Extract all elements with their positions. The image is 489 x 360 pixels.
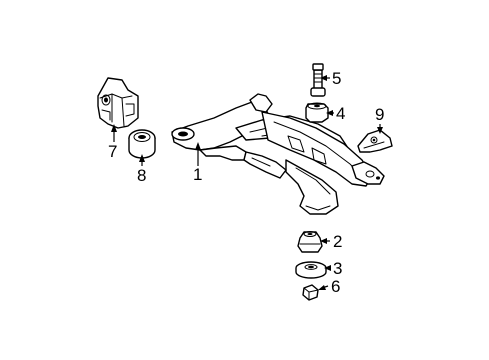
callout-5: 5 [332, 69, 341, 88]
leader-3 [324, 265, 331, 271]
part-2-cushion [297, 231, 323, 253]
part-8-bushing [128, 129, 156, 159]
callout-7: 7 [108, 142, 117, 161]
callout-1: 1 [193, 165, 202, 184]
leader-9 [377, 124, 383, 134]
leader-1 [195, 142, 201, 166]
leader-6 [318, 285, 329, 290]
callout-4: 4 [336, 104, 345, 123]
part-4-cushion [305, 102, 329, 123]
part-1-crossmember [171, 93, 385, 215]
leader-7 [111, 124, 117, 142]
callout-9: 9 [375, 105, 384, 124]
leader-8 [139, 154, 145, 166]
callout-6: 6 [331, 277, 340, 296]
part-9-bracket [357, 129, 393, 153]
part-5-stud [310, 63, 326, 97]
callout-2: 2 [333, 232, 342, 251]
part-3-washer [295, 261, 327, 279]
part-6-nut [302, 284, 319, 301]
leader-4 [326, 110, 334, 116]
part-7-mount-bracket [97, 77, 139, 129]
callout-3: 3 [333, 259, 342, 278]
leader-5 [320, 75, 330, 81]
callout-8: 8 [137, 166, 146, 185]
leader-2 [320, 238, 330, 244]
